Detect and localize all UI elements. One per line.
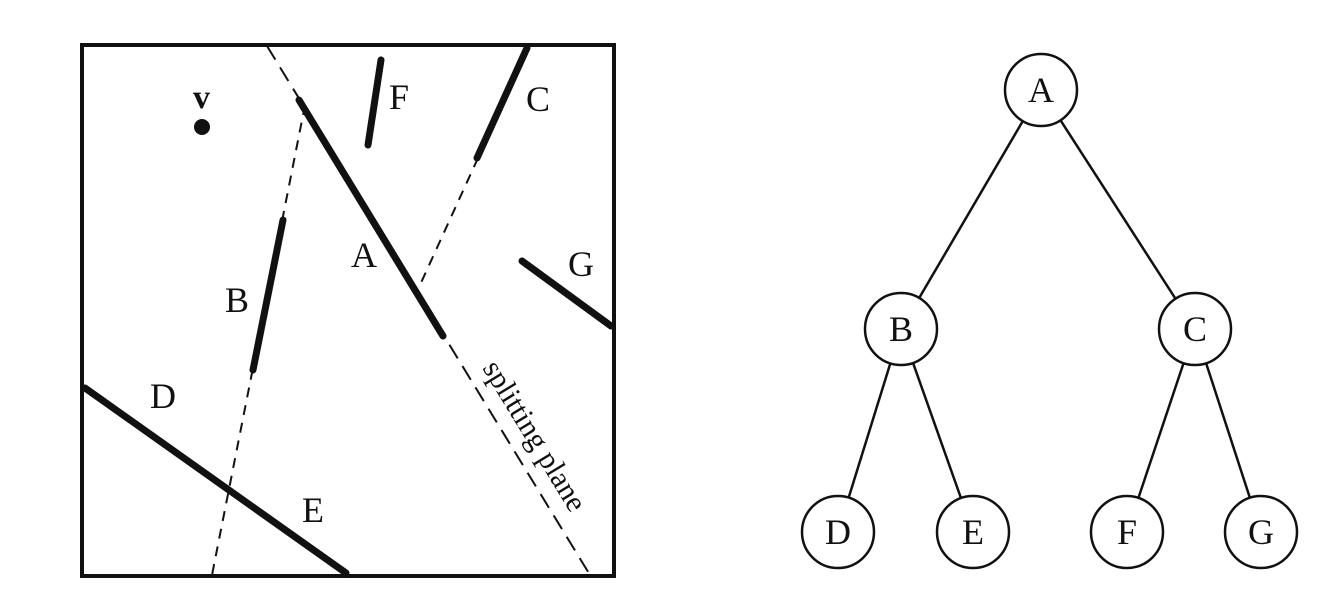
segment-a: [295, 96, 447, 340]
segment-label-d: D: [150, 376, 176, 416]
segment-label-b: B: [225, 280, 249, 320]
svg-text:B: B: [889, 309, 913, 349]
svg-text:D: D: [825, 512, 851, 552]
viewpoint-label: v: [193, 79, 210, 116]
tree-edge-a-b: [899, 89, 1043, 330]
tree-node-a: A: [1003, 52, 1079, 128]
tree-edge-a-c: [1039, 89, 1197, 330]
segment-label-e: E: [302, 490, 324, 530]
splitting-plane-c: [419, 157, 479, 286]
tree-node-d: D: [800, 494, 876, 570]
scene-frame: [80, 43, 616, 578]
tree-node-c: C: [1157, 291, 1233, 367]
tree-node-f: F: [1089, 494, 1165, 570]
segment-label-g: G: [568, 244, 594, 284]
segment-g: [518, 257, 615, 330]
segment-f: [364, 56, 385, 149]
svg-text:G: G: [1248, 512, 1274, 552]
segment-c: [473, 44, 531, 162]
segment-d-e: [81, 384, 350, 577]
tree-node-b: B: [863, 291, 939, 367]
scene-panel: v A B C D E F G splitting plane: [80, 43, 616, 578]
segment-label-c: C: [526, 79, 550, 119]
splitting-plane-label: splitting plane: [476, 354, 593, 517]
segment-label-f: F: [389, 77, 409, 117]
segment-label-a: A: [351, 235, 377, 275]
svg-text:C: C: [1183, 309, 1207, 349]
tree-node-g: G: [1223, 494, 1299, 570]
svg-text:A: A: [1028, 70, 1054, 110]
svg-text:E: E: [962, 512, 984, 552]
bsp-tree: A B C D E F G: [800, 52, 1299, 570]
tree-node-e: E: [935, 494, 1011, 570]
svg-text:F: F: [1117, 512, 1137, 552]
segment-b: [249, 216, 287, 374]
viewpoint-dot: [194, 119, 210, 135]
